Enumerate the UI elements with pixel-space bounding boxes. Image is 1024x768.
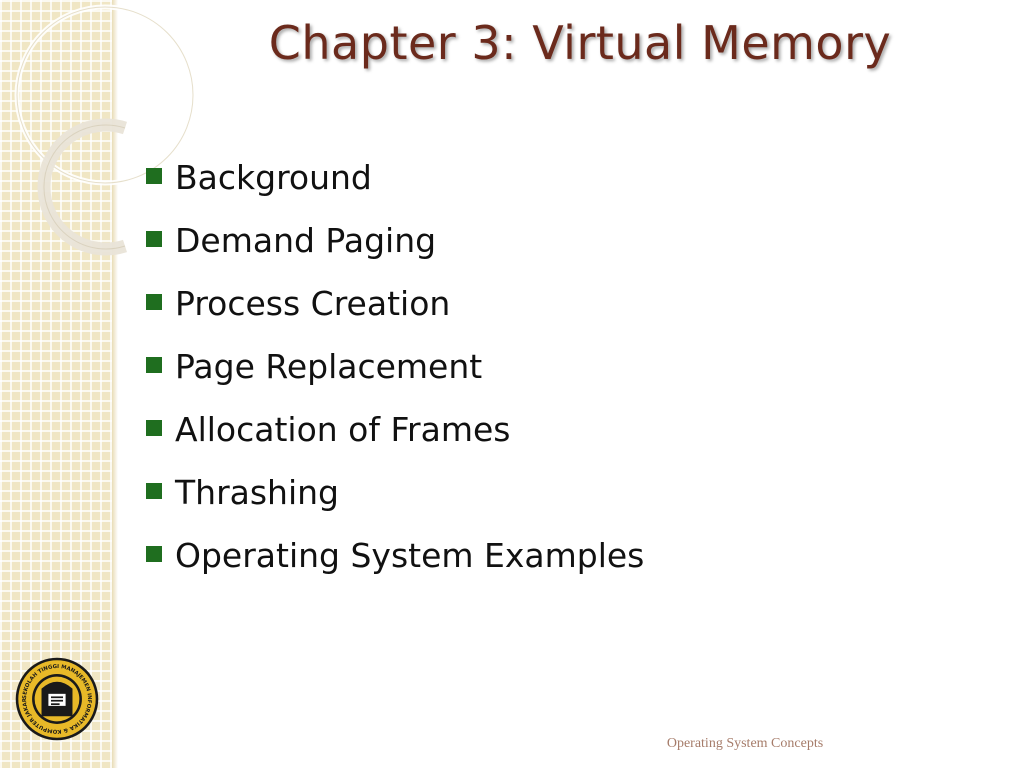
square-bullet-icon xyxy=(146,230,162,247)
left-grid-strip xyxy=(0,0,112,768)
square-bullet-icon xyxy=(146,293,162,310)
bullet-text: Background xyxy=(175,158,372,197)
bullet-item: Operating System Examples xyxy=(146,524,644,587)
square-bullet-icon xyxy=(146,419,162,436)
bullet-item: Thrashing xyxy=(146,461,644,524)
bullet-text: Demand Paging xyxy=(175,221,437,260)
slide-footer: Operating System Concepts xyxy=(666,736,824,751)
slide-title: Chapter 3: Virtual Memory xyxy=(268,16,892,70)
square-bullet-icon xyxy=(146,545,162,562)
bullet-text: Thrashing xyxy=(175,473,340,512)
university-seal-icon: SEKOLAH TINGGI MANAJEMEN INFORMATIKA & K… xyxy=(14,656,99,741)
square-bullet-icon xyxy=(146,356,162,373)
bullet-text: Allocation of Frames xyxy=(175,410,511,449)
bullet-item: Allocation of Frames xyxy=(146,398,644,461)
bullet-item: Background xyxy=(146,146,644,209)
bullet-item: Demand Paging xyxy=(146,209,644,272)
square-bullet-icon xyxy=(146,482,162,499)
bullet-text: Operating System Examples xyxy=(175,536,645,575)
bullet-item: Process Creation xyxy=(146,272,644,335)
bullet-list: Background Demand Paging Process Creatio… xyxy=(146,146,644,587)
square-bullet-icon xyxy=(146,167,162,184)
bullet-item: Page Replacement xyxy=(146,335,644,398)
bullet-text: Process Creation xyxy=(175,284,451,323)
bullet-text: Page Replacement xyxy=(175,347,483,386)
left-strip-edge xyxy=(112,0,118,768)
